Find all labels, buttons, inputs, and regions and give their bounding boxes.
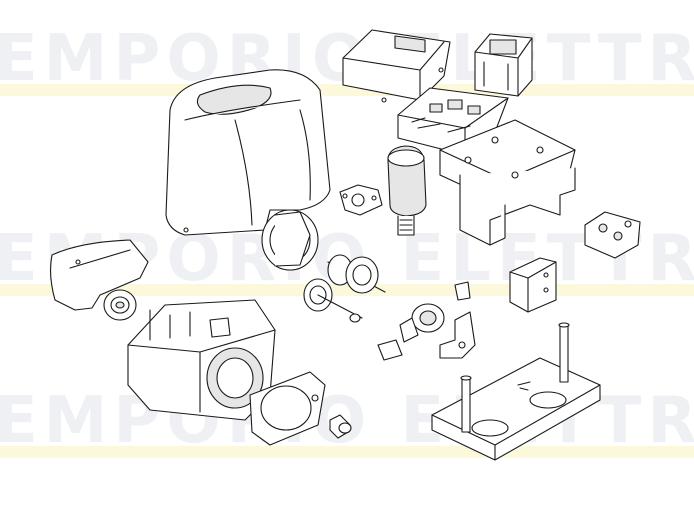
cover-housing: [165, 69, 331, 236]
motor-with-gear: [387, 145, 427, 236]
mounting-bracket: [439, 119, 576, 246]
terminal-block-bracket: [509, 257, 557, 313]
watermark: EMPORIO ELETTRICO EMPORIO ELETTRICO EMPO…: [0, 22, 694, 458]
cable-clamp-bracket: [584, 211, 641, 259]
side-cover: [49, 239, 149, 311]
watermark-band-bottom: [0, 446, 694, 458]
transformer: [474, 33, 533, 97]
release-door: [249, 371, 326, 446]
release-lever: [439, 311, 476, 359]
limit-switch-assembly: [377, 281, 471, 361]
electronic-control-board-cover: [342, 29, 451, 103]
pinion-gear: [103, 289, 137, 321]
foundation-plate: [431, 357, 601, 461]
release-key-cylinder: [329, 414, 352, 439]
anchor-bolts: [460, 322, 570, 433]
motor-flange: [261, 209, 319, 271]
motor-support-plate: [339, 184, 383, 216]
gear-train-shaft-1: [303, 278, 363, 323]
gear-train-shaft-2: [327, 254, 386, 294]
gearmotor-base-housing: [127, 299, 276, 421]
